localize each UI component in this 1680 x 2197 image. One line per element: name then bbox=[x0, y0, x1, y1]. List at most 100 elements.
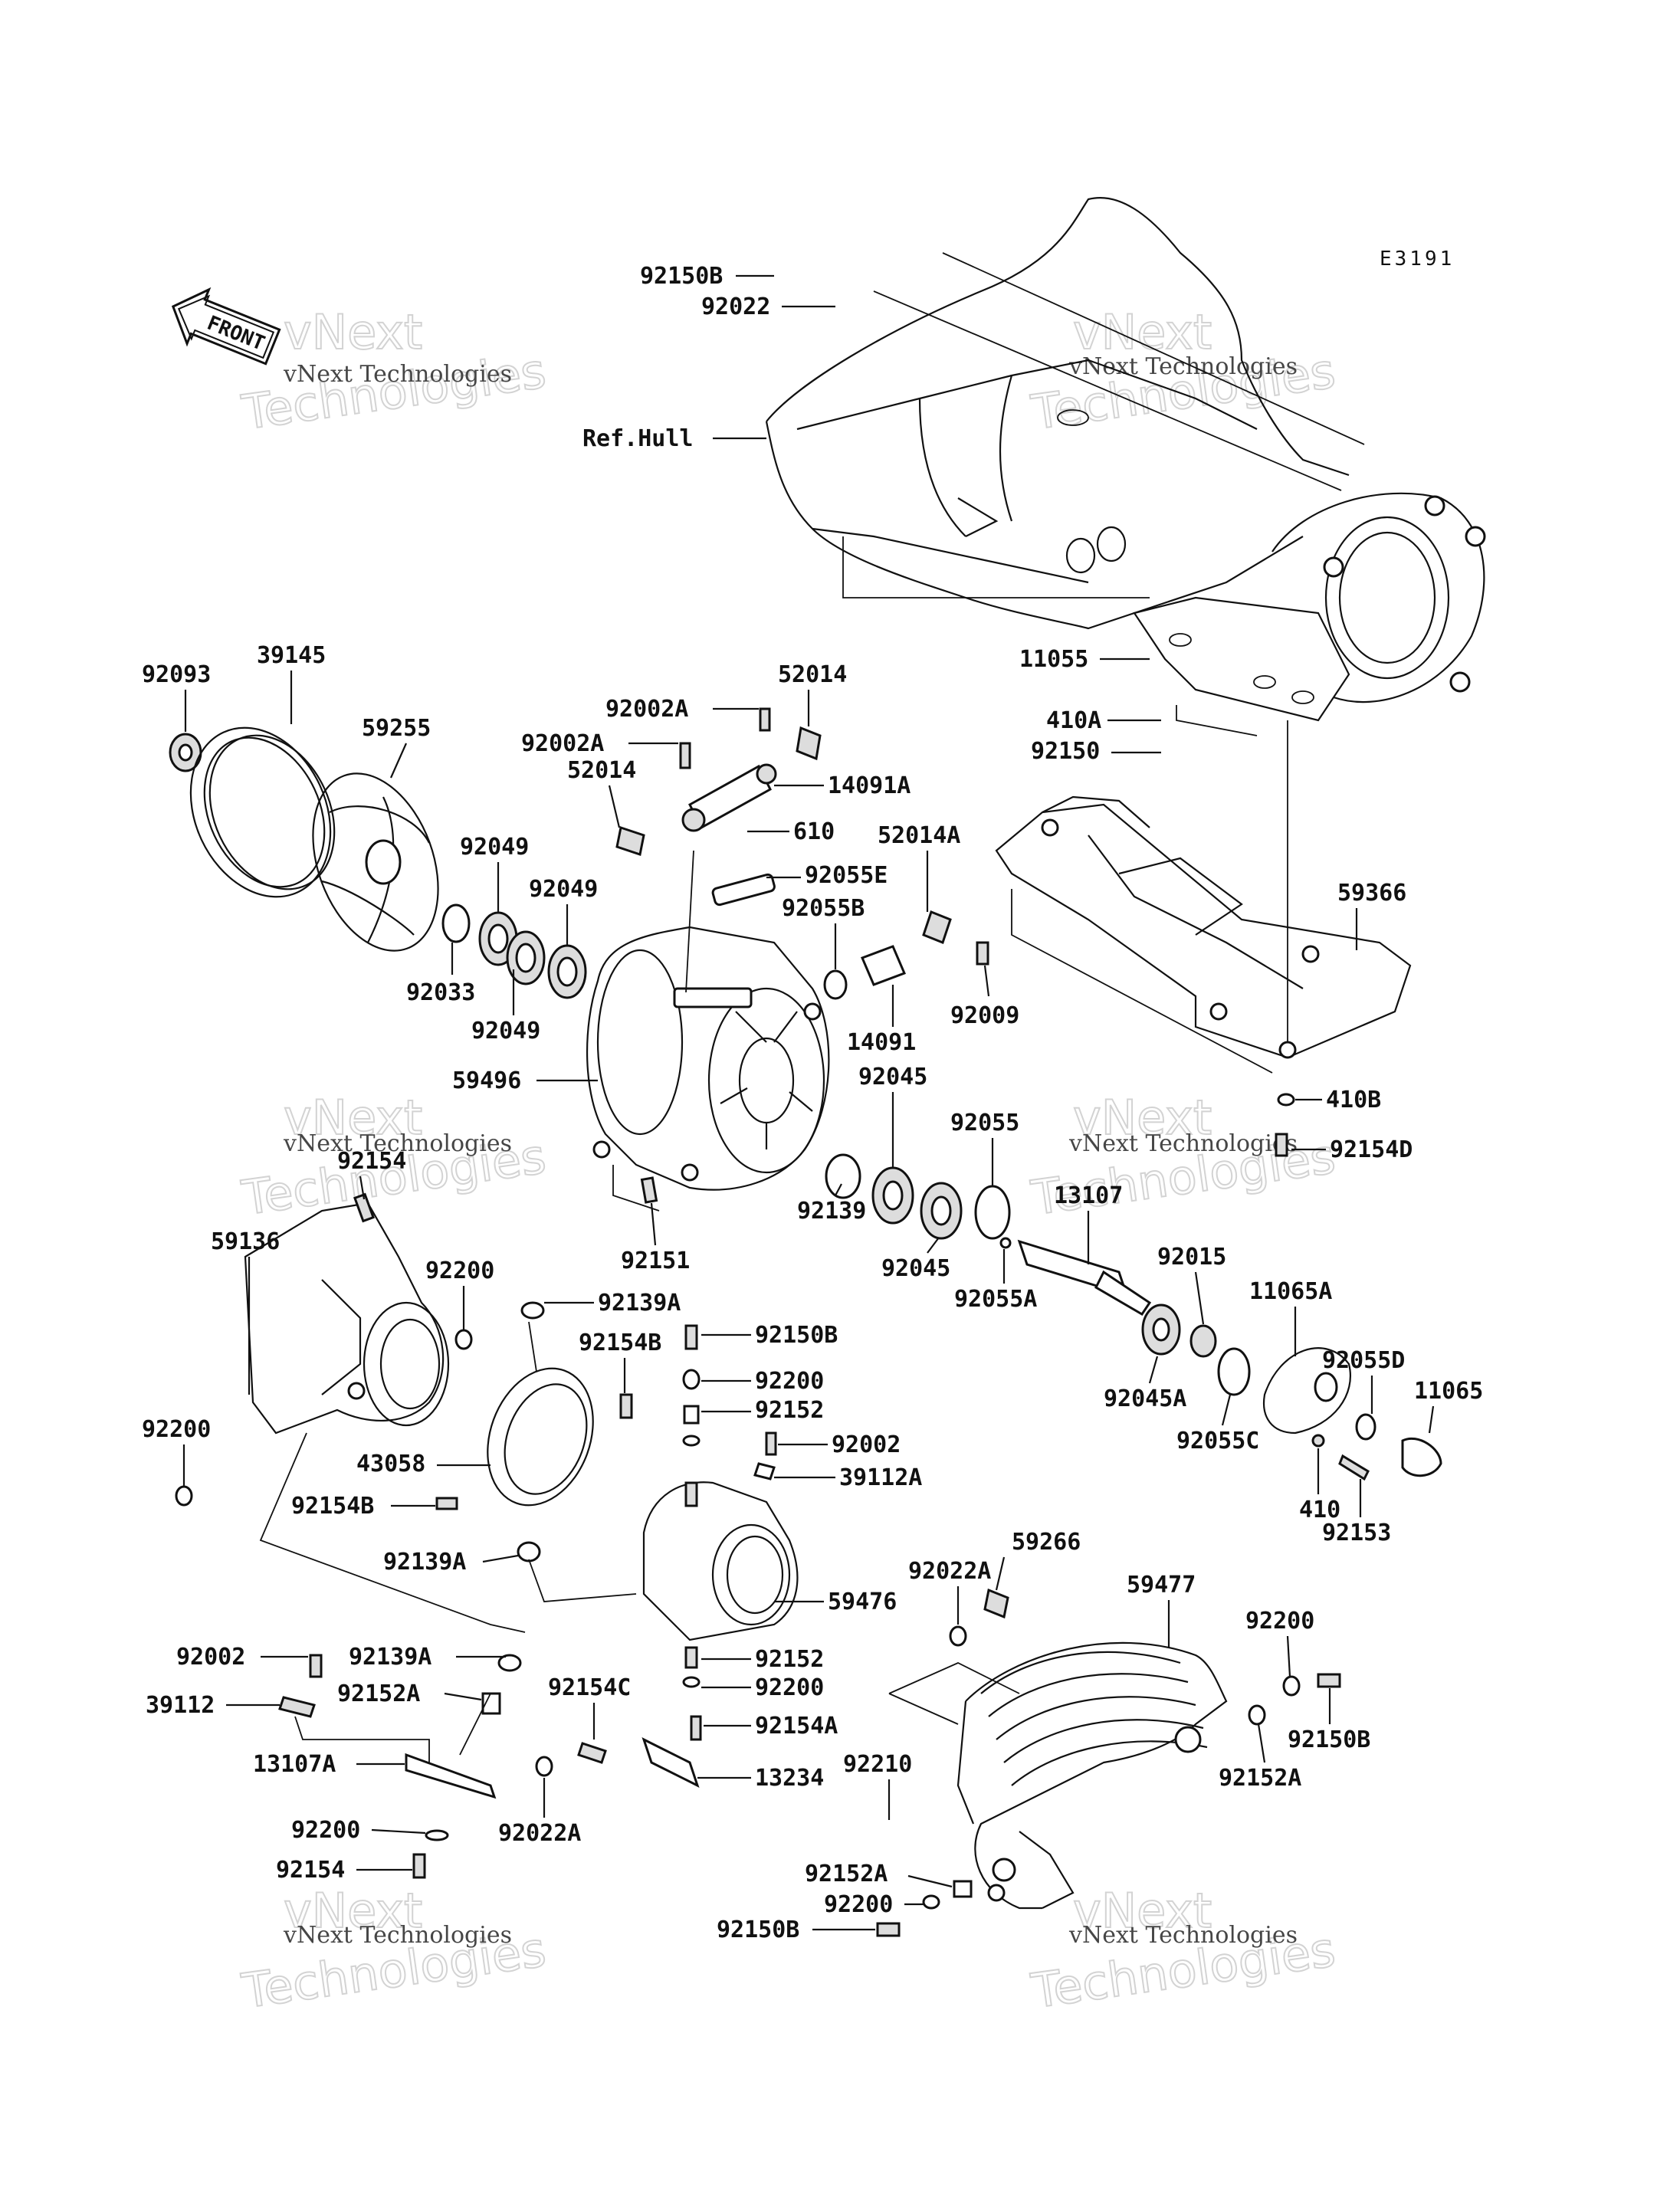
label-11065: 11065 bbox=[1414, 1378, 1483, 1405]
label-92152-a: 92152 bbox=[755, 1397, 824, 1424]
watermark-small: vNext Technologies bbox=[1068, 1922, 1298, 1949]
label-92154B-a: 92154B bbox=[579, 1330, 661, 1356]
label-92152A-r: 92152A bbox=[1219, 1765, 1301, 1792]
label-92150B-mid: 92150B bbox=[755, 1322, 838, 1349]
label-92150B-r: 92150B bbox=[1288, 1726, 1370, 1753]
label-ref-hull: Ref.Hull bbox=[582, 425, 694, 452]
label-11055: 11055 bbox=[1019, 646, 1088, 673]
label-92200-f: 92200 bbox=[824, 1891, 893, 1918]
bleed-fitting-assembly bbox=[615, 707, 989, 1204]
label-59496: 59496 bbox=[452, 1067, 521, 1094]
label-92139A-a: 92139A bbox=[598, 1290, 681, 1317]
front-arrow-icon: FRONT bbox=[171, 287, 281, 366]
label-92139A-c: 92139A bbox=[349, 1644, 431, 1671]
watermark-small: vNext Technologies bbox=[1068, 353, 1298, 380]
label-410A: 410A bbox=[1046, 707, 1101, 734]
label-92150B-top: 92150B bbox=[640, 263, 723, 290]
watermark-top-left: vNext Technologies vNext Technologies bbox=[238, 303, 550, 441]
label-59255: 59255 bbox=[362, 715, 431, 742]
pump-case-drawing bbox=[586, 850, 830, 1212]
label-92055B: 92055B bbox=[782, 895, 865, 922]
label-410B: 410B bbox=[1326, 1087, 1381, 1113]
label-92154D: 92154D bbox=[1330, 1136, 1413, 1163]
label-92200-b: 92200 bbox=[755, 1368, 824, 1395]
label-92152A-b: 92152A bbox=[805, 1861, 888, 1887]
label-410: 410 bbox=[1299, 1497, 1340, 1523]
label-11065A: 11065A bbox=[1249, 1278, 1332, 1305]
label-14091: 14091 bbox=[847, 1029, 916, 1056]
label-92002A-a: 92002A bbox=[605, 696, 688, 723]
label-92154: 92154 bbox=[276, 1857, 345, 1884]
label-92022A-a: 92022A bbox=[908, 1558, 991, 1585]
label-59366: 59366 bbox=[1337, 880, 1406, 907]
steering-nozzle-drawing bbox=[642, 1369, 799, 1741]
label-39112A: 39112A bbox=[839, 1464, 922, 1491]
watermark-small: vNext Technologies bbox=[1068, 1130, 1298, 1157]
label-59476: 59476 bbox=[828, 1589, 897, 1615]
label-52014A: 52014A bbox=[878, 822, 960, 849]
label-92045-a: 92045 bbox=[858, 1064, 927, 1090]
label-92033: 92033 bbox=[406, 979, 475, 1006]
label-92154A: 92154A bbox=[755, 1713, 838, 1740]
steering-ring-drawing bbox=[435, 1301, 637, 1602]
label-92153: 92153 bbox=[1322, 1520, 1391, 1546]
label-92022A-b: 92022A bbox=[498, 1820, 581, 1847]
label-92152A-a: 92152A bbox=[337, 1681, 420, 1707]
watermark-line1: vNext bbox=[1073, 1883, 1212, 1939]
hull-drawing bbox=[765, 197, 1486, 736]
label-92139: 92139 bbox=[797, 1198, 866, 1225]
label-43058: 43058 bbox=[356, 1451, 425, 1477]
label-92002-a: 92002 bbox=[832, 1431, 901, 1458]
watermark-small: vNext Technologies bbox=[283, 1922, 512, 1949]
label-92015: 92015 bbox=[1157, 1244, 1226, 1271]
watermark-small: vNext Technologies bbox=[283, 361, 512, 388]
reverse-bucket-drawing bbox=[876, 1588, 1341, 1937]
label-92150: 92150 bbox=[1031, 738, 1100, 765]
watermark-bottom-left: vNext Technologies vNext Technologies bbox=[238, 1882, 550, 2020]
label-92154-mid: 92154 bbox=[337, 1148, 406, 1175]
label-92151: 92151 bbox=[621, 1248, 690, 1274]
label-59266: 59266 bbox=[1012, 1529, 1081, 1556]
label-92154C: 92154C bbox=[548, 1674, 631, 1701]
label-52014-b: 52014 bbox=[567, 757, 636, 784]
callouts: 92150B 92022 Ref.Hull 11055 410A 92150 9… bbox=[142, 263, 1483, 1943]
label-92200-g: 92200 bbox=[291, 1817, 360, 1844]
watermark-top-right: vNext Technologies vNext Technologies bbox=[1027, 303, 1340, 441]
label-92049-c: 92049 bbox=[471, 1018, 540, 1044]
label-52014-a: 52014 bbox=[778, 661, 847, 688]
watermark-mid-left: vNext Technologies vNext Technologies bbox=[238, 1089, 550, 1227]
label-92049-b: 92049 bbox=[529, 876, 598, 903]
label-92055A: 92055A bbox=[954, 1286, 1037, 1313]
watermark-small: vNext Technologies bbox=[283, 1130, 512, 1157]
watermark-line1: vNext bbox=[284, 1883, 422, 1939]
label-92139A-b: 92139A bbox=[383, 1549, 466, 1576]
label-13107A: 13107A bbox=[253, 1751, 336, 1778]
label-610: 610 bbox=[793, 818, 835, 845]
label-92200-c: 92200 bbox=[142, 1416, 211, 1443]
steering-arm-drawing bbox=[278, 1654, 700, 1879]
label-13107: 13107 bbox=[1054, 1182, 1123, 1209]
label-92200-a: 92200 bbox=[425, 1258, 494, 1284]
label-92049-a: 92049 bbox=[460, 834, 529, 861]
label-92154B-b: 92154B bbox=[291, 1493, 374, 1520]
watermark-line1: vNext bbox=[284, 1090, 422, 1146]
watermark-line1: vNext bbox=[1073, 304, 1212, 360]
ride-plate-drawing bbox=[995, 720, 1412, 1074]
label-92055: 92055 bbox=[950, 1110, 1019, 1136]
label-92022-top: 92022 bbox=[701, 293, 770, 320]
label-92055C: 92055C bbox=[1176, 1428, 1259, 1454]
label-92093: 92093 bbox=[142, 661, 211, 688]
watermark-line1: vNext bbox=[284, 304, 422, 360]
label-92055E: 92055E bbox=[805, 862, 888, 889]
label-59477: 59477 bbox=[1127, 1572, 1196, 1599]
label-92210: 92210 bbox=[843, 1751, 912, 1778]
watermark-bottom-right: vNext Technologies vNext Technologies bbox=[1027, 1882, 1340, 2020]
label-92200-e: 92200 bbox=[755, 1674, 824, 1701]
label-13234: 13234 bbox=[755, 1765, 824, 1792]
label-92002-b: 92002 bbox=[176, 1644, 245, 1671]
label-14091A: 14091A bbox=[828, 772, 911, 799]
label-92150B-bot: 92150B bbox=[717, 1917, 799, 1943]
label-92055D: 92055D bbox=[1322, 1347, 1405, 1374]
diagram-code: E3191 bbox=[1380, 248, 1455, 271]
